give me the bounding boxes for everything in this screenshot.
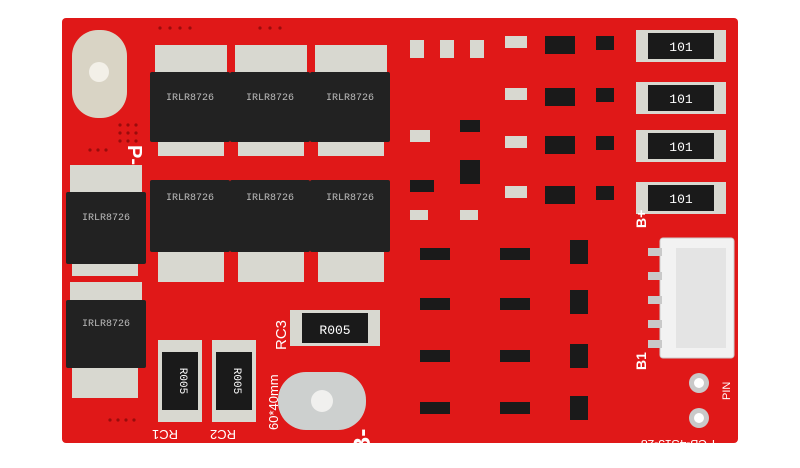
shunt-resistor-rc1: R005 [158,340,202,422]
mosfet-q4: IRLR8726 [66,165,146,276]
svg-text:IRLR8726: IRLR8726 [326,93,374,104]
svg-text:R005: R005 [319,323,350,338]
mosfet-q2: IRLR8726 [230,45,310,156]
size-label: 60*40mm [266,374,281,430]
via-cluster [88,26,282,422]
shunt-resistor-rc3: R005 [290,310,380,346]
svg-text:101: 101 [669,40,693,55]
svg-text:IRLR8726: IRLR8726 [166,193,214,204]
p-minus-label: P- [123,145,145,165]
pin-label: PIN [721,382,733,400]
mounting-hole-bottom [278,372,366,430]
svg-text:101: 101 [669,92,693,107]
mounting-hole-top-left [72,30,127,118]
svg-text:IRLR8726: IRLR8726 [246,193,294,204]
mosfet-q3: IRLR8726 [310,45,390,156]
svg-text:IRLR8726: IRLR8726 [166,93,214,104]
b-minus-label: B- [349,429,376,454]
resistor-101-4: 101 [636,182,726,214]
b-plus-label: B+ [633,210,649,228]
svg-text:101: 101 [669,140,693,155]
mosfet-q8: IRLR8726 [66,282,146,398]
smd-components [410,36,614,420]
rc1-label: RC1 [152,427,178,442]
mosfet-q7: IRLR8726 [310,180,390,282]
resistor-101-3: 101 [636,130,726,162]
svg-text:IRLR8726: IRLR8726 [82,213,130,224]
resistor-101-1: 101 [636,30,726,62]
model-label: PCB-4S15-28 [641,437,715,451]
svg-text:101: 101 [669,192,693,207]
mosfet-q5: IRLR8726 [150,180,230,282]
svg-text:IRLR8726: IRLR8726 [82,319,130,330]
balance-connector [648,237,735,359]
svg-text:R005: R005 [176,368,188,394]
rc2-label: RC2 [210,427,236,442]
b1-label: B1 [633,352,649,370]
shunt-resistor-rc2: R005 [212,340,256,422]
mosfet-q1: IRLR8726 [150,45,230,156]
rc3-label: RC3 [273,320,290,350]
pin-hole [689,373,709,428]
svg-text:IRLR8726: IRLR8726 [326,193,374,204]
resistor-101-2: 101 [636,82,726,114]
mosfet-q6: IRLR8726 [230,180,310,282]
svg-text:R005: R005 [230,368,242,394]
svg-text:IRLR8726: IRLR8726 [246,93,294,104]
